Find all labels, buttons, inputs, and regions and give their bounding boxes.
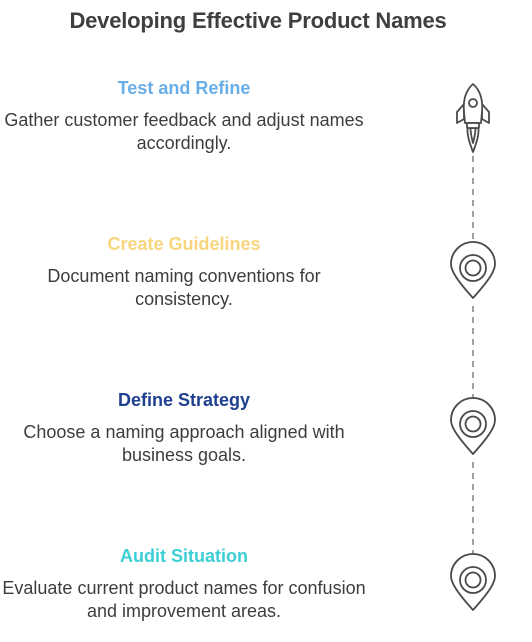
step-description: Gather customer feedback and adjust name…: [4, 110, 364, 153]
step-create-guidelines: Create Guidelines Document naming conven…: [0, 233, 368, 311]
map-pin-icon: [450, 397, 496, 455]
step-description: Evaluate current product names for confu…: [2, 578, 366, 621]
step-title: Audit Situation: [120, 546, 248, 566]
step-test-and-refine: Test and Refine Gather customer feedback…: [0, 77, 368, 155]
step-audit-situation: Audit Situation Evaluate current product…: [0, 545, 368, 623]
rocket-icon: [456, 83, 490, 153]
step-description: Choose a naming approach aligned with bu…: [23, 422, 345, 465]
map-pin-icon: [450, 241, 496, 299]
step-title: Create Guidelines: [107, 234, 261, 254]
diagram-title: Developing Effective Product Names: [69, 8, 447, 33]
step-title: Define Strategy: [117, 390, 251, 410]
step-description: Document naming conventions for consiste…: [47, 266, 321, 309]
step-define-strategy: Define Strategy Choose a naming approach…: [0, 389, 368, 467]
step-title: Test and Refine: [117, 78, 251, 98]
map-pin-icon: [450, 553, 496, 611]
